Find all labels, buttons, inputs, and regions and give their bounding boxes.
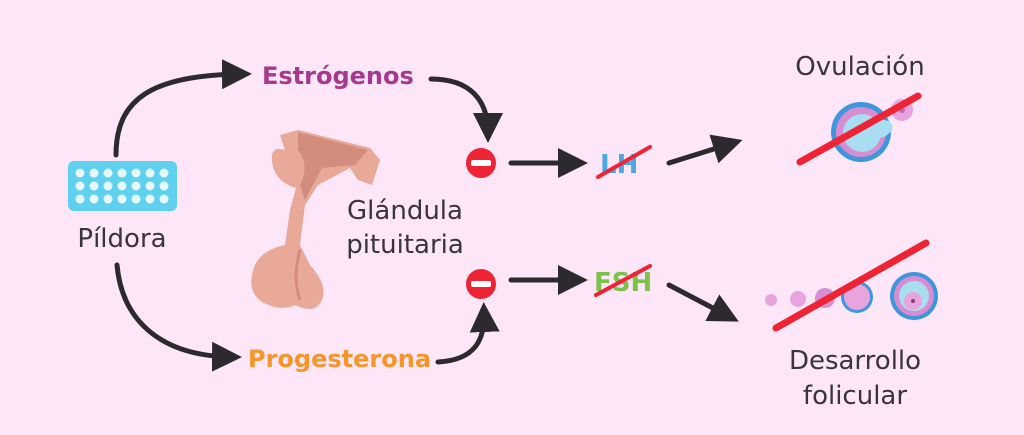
ovulation-label: Ovulación <box>795 52 925 82</box>
pill-dot <box>103 194 113 204</box>
pill-dot <box>131 168 141 178</box>
follicular-label-line1: Desarrollo <box>788 346 922 376</box>
pill-dot <box>145 181 155 191</box>
pill-dot <box>89 168 99 178</box>
ovulation-strike-line <box>796 92 922 166</box>
arrow-estrogens-to-inhibit <box>428 76 503 143</box>
pill-dot <box>159 181 169 191</box>
arrow-pill-to-progesterone <box>114 262 242 372</box>
pill-pack-icon <box>68 161 177 211</box>
pill-dot <box>117 194 127 204</box>
progesterone-label: Progesterona <box>248 345 432 373</box>
pill-dot <box>103 181 113 191</box>
pill-dot <box>131 181 141 191</box>
pituitary-gland-icon <box>251 130 380 309</box>
pill-dot <box>145 194 155 204</box>
pill-dot <box>159 194 169 204</box>
pill-dot <box>145 168 155 178</box>
arrow-lh-to-ovulation <box>666 134 743 166</box>
pill-dot <box>75 194 85 204</box>
pill-dot <box>75 168 85 178</box>
gland-label-line2: pituitaria <box>346 230 464 260</box>
pill-dot <box>89 181 99 191</box>
pill-dot <box>89 194 99 204</box>
pill-dot <box>75 181 85 191</box>
pill-dot <box>117 181 127 191</box>
follicular-strike-line <box>772 239 930 332</box>
pill-label: Píldora <box>77 224 167 254</box>
fsh-label: FSH <box>594 268 653 298</box>
arrow-progesterone-to-inhibit <box>435 302 500 365</box>
pill-dot <box>131 194 141 204</box>
lh-label: LH <box>600 150 639 180</box>
estrogens-label: Estrógenos <box>262 62 414 90</box>
gland-label-line1: Glándula <box>347 196 463 226</box>
arrow-fsh-to-follicular <box>666 282 739 322</box>
pill-dot <box>103 168 113 178</box>
arrow-pill-to-estrogens <box>113 59 252 158</box>
pill-dot <box>159 168 169 178</box>
follicle-development-icon <box>765 272 938 320</box>
follicular-label-line2: folicular <box>802 381 908 411</box>
pill-dot <box>117 168 127 178</box>
inhibit-lh-icon <box>466 148 496 178</box>
inhibit-fsh-icon <box>466 269 496 299</box>
